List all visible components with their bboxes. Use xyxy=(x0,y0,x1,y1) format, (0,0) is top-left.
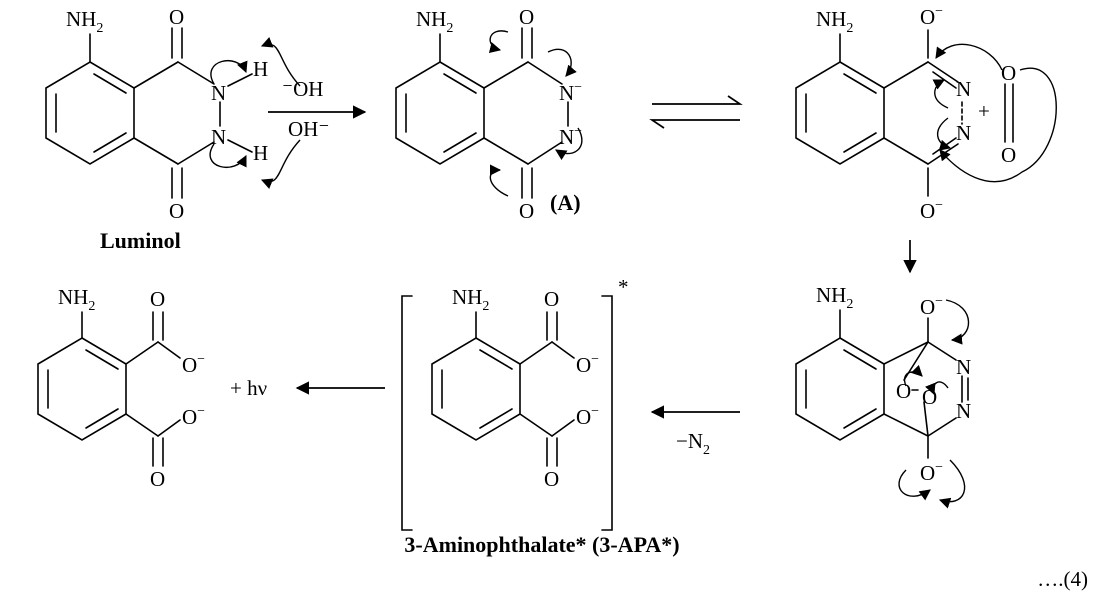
curly-arrow-oxide-collapse xyxy=(945,299,970,345)
curly-arrow-peroxide-left xyxy=(903,364,923,387)
amino-group-label: NH2 xyxy=(816,283,853,312)
curly-arrow-oxide-top xyxy=(935,43,1003,71)
oxide-bottom: O− xyxy=(920,198,943,223)
carbonyl-oxygen-top: O xyxy=(519,5,534,29)
hydroxide-label-top: ⁻OH xyxy=(282,77,323,101)
carbonyl-oxygen-top: O xyxy=(169,5,184,29)
amino-group-label: NH2 xyxy=(66,7,103,36)
dianion-structure: NH2 O O N− N− xyxy=(395,5,583,223)
carboxylate-oxygen-upper: O− xyxy=(182,352,205,377)
oxygen-molecule-top: O xyxy=(1001,61,1016,85)
carbonyl-oxygen-bottom: O xyxy=(150,467,165,491)
excited-aminophthalate-structure: * NH2 O O O− O− xyxy=(401,275,629,531)
endoperoxide-structure: NH2 O− O− N N O O xyxy=(795,283,971,509)
curly-arrow-nh-upper xyxy=(210,59,248,85)
curly-arrow-oxygen-attack xyxy=(939,67,1057,183)
oxide-bottom: O− xyxy=(920,460,943,485)
nitrogen-loss-label: −N2 xyxy=(676,429,710,458)
equilibrium-arrow xyxy=(649,95,743,129)
carboxylate-oxygen-upper: O− xyxy=(576,352,599,377)
nitrogen-anion-lower: N− xyxy=(559,124,582,149)
excited-state-asterisk: * xyxy=(618,275,629,299)
curly-arrow-ring-cleavage xyxy=(938,459,966,509)
hydrogen-upper: H xyxy=(253,57,268,81)
amino-group-label: NH2 xyxy=(58,285,95,314)
azo-nitrogen-lower: N xyxy=(956,399,971,423)
carbonyl-oxygen-bottom: O xyxy=(519,199,534,223)
curly-arrow-nh-lower xyxy=(209,143,247,169)
peroxide-oxygen-right: O xyxy=(922,385,937,409)
curly-arrow-carbonyl-top xyxy=(488,30,509,53)
carboxylate-oxygen-lower: O− xyxy=(576,404,599,429)
peroxide-oxygen-left: O xyxy=(896,379,911,403)
amino-group-label: NH2 xyxy=(416,7,453,36)
curly-arrow-hydroxide-upper xyxy=(260,37,301,87)
carboxylate-oxygen-lower: O− xyxy=(182,404,205,429)
bracket-right xyxy=(601,295,613,531)
luminol-label: Luminol xyxy=(100,228,181,253)
curly-arrow-carbonyl-bottom xyxy=(489,164,509,197)
diazaquinone-structure: NH2 O− O− N N + O O xyxy=(795,4,1057,223)
azo-nitrogen-upper: N xyxy=(956,77,971,101)
oxygen-molecule-bottom: O xyxy=(1001,143,1016,167)
light-emission-label: + hν xyxy=(230,376,267,400)
curly-arrow-azo-upper xyxy=(932,79,949,109)
azo-nitrogen-lower: N xyxy=(956,121,971,145)
curly-arrow-oxide-bottom xyxy=(898,469,931,501)
carbonyl-oxygen-bottom: O xyxy=(169,199,184,223)
azo-nitrogen-upper: N xyxy=(956,355,971,379)
oxide-top: O− xyxy=(920,294,943,319)
hydroxide-label-bottom: OH⁻ xyxy=(288,117,329,141)
curly-arrow-hydroxide-lower xyxy=(260,139,301,189)
oxide-top: O− xyxy=(920,4,943,29)
curly-arrow-nitrogen-lower xyxy=(555,127,583,161)
carbonyl-oxygen-top: O xyxy=(544,287,559,311)
nitrogen-upper: N xyxy=(211,81,226,105)
intermediate-label: (A) xyxy=(550,190,581,215)
carbonyl-oxygen-bottom: O xyxy=(544,467,559,491)
bracket-left xyxy=(401,295,413,531)
nitrogen-lower: N xyxy=(211,125,226,149)
equation-number: ….(4) xyxy=(1037,567,1088,591)
hydrogen-lower: H xyxy=(253,141,268,165)
amino-group-label: NH2 xyxy=(816,7,853,36)
carbonyl-oxygen-top: O xyxy=(150,287,165,311)
nitrogen-anion-upper: N− xyxy=(559,80,582,105)
luminol-structure: NH2 O O N N H H xyxy=(45,5,301,223)
plus-sign: + xyxy=(978,99,990,123)
ground-state-aminophthalate-structure: NH2 O O O− O− xyxy=(37,285,205,491)
curly-arrow-peroxide-right xyxy=(925,381,949,396)
curly-arrow-nitrogen-upper xyxy=(547,48,577,77)
amino-group-label: NH2 xyxy=(452,285,489,314)
product-label: 3-Aminophthalate* (3-APA*) xyxy=(404,532,679,557)
curly-arrow-azo-lower xyxy=(937,117,952,151)
